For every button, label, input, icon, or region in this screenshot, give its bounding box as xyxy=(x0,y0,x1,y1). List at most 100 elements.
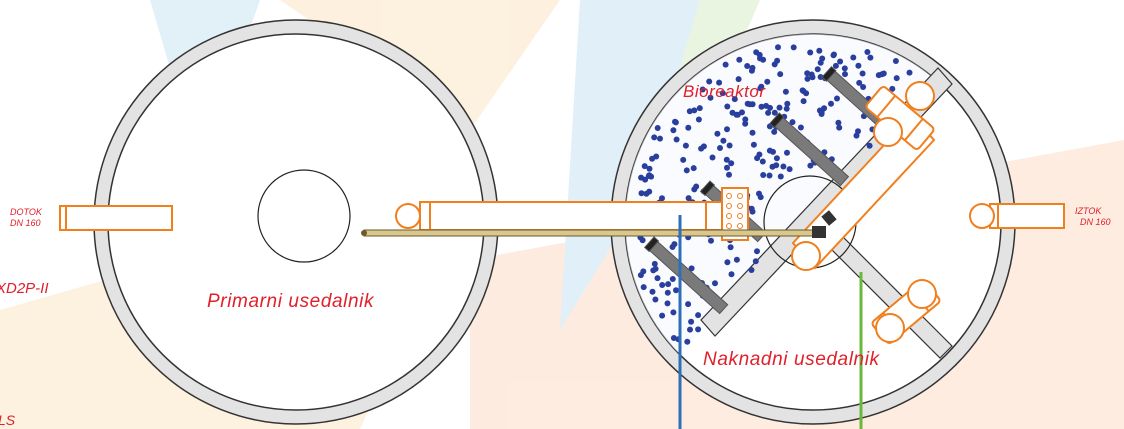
media-dot xyxy=(807,162,814,169)
media-dot xyxy=(749,129,756,136)
media-dot xyxy=(659,195,665,202)
media-dot xyxy=(682,142,689,149)
media-dot xyxy=(889,85,896,92)
media-dot xyxy=(777,71,784,78)
media-dot xyxy=(800,98,807,105)
media-dot xyxy=(700,143,707,150)
media-dot xyxy=(866,142,873,149)
inlet-label-line2: DN 160 xyxy=(10,218,41,228)
media-dot xyxy=(654,275,661,282)
media-dot xyxy=(893,75,900,82)
media-dot xyxy=(696,105,703,112)
media-dot xyxy=(892,58,899,64)
media-dot xyxy=(646,172,653,179)
media-dot xyxy=(669,276,676,282)
media-dot xyxy=(651,260,658,267)
media-dot xyxy=(855,128,861,135)
media-dot xyxy=(673,136,680,143)
media-dot xyxy=(724,164,730,171)
media-dot xyxy=(773,162,780,169)
media-dot xyxy=(688,265,695,272)
media-dot xyxy=(653,153,660,160)
media-dot xyxy=(727,244,734,251)
media-dot xyxy=(688,318,695,325)
media-dot xyxy=(726,142,733,149)
media-dot xyxy=(850,54,857,61)
central-inlet-well xyxy=(257,169,351,263)
media-dot xyxy=(804,70,811,77)
media-dot xyxy=(685,301,692,308)
media-dot xyxy=(748,67,755,74)
outlet-label-line1: IZTOK xyxy=(1075,206,1102,216)
media-dot xyxy=(654,125,661,131)
media-dot xyxy=(646,188,653,195)
media-dot xyxy=(640,284,647,291)
media-dot xyxy=(638,174,645,181)
media-dot xyxy=(728,160,735,167)
media-dot xyxy=(864,49,871,55)
media-dot xyxy=(764,78,771,85)
media-dot xyxy=(691,107,698,114)
media-dot xyxy=(664,289,671,296)
media-dot xyxy=(706,78,713,85)
upper-elbow xyxy=(865,81,935,150)
media-dot xyxy=(856,79,863,86)
inlet-pipe xyxy=(59,205,173,231)
inlet-label-line1: DOTOK xyxy=(10,207,43,217)
media-dot xyxy=(724,126,730,133)
media-dot xyxy=(657,135,663,142)
secondary-settler-label: Naknadni usedalnik xyxy=(703,349,881,370)
outlet-label-line2: DN 160 xyxy=(1080,217,1111,227)
media-dot xyxy=(817,59,824,66)
media-dot xyxy=(906,69,913,76)
media-dot xyxy=(828,100,834,107)
media-dot xyxy=(637,272,644,279)
media-dot xyxy=(757,85,764,92)
media-dot xyxy=(777,173,784,180)
media-dot xyxy=(695,312,702,319)
media-dot xyxy=(665,281,672,288)
media-dot xyxy=(816,107,823,114)
media-dot xyxy=(708,237,714,244)
media-dot xyxy=(744,63,751,69)
media-dot xyxy=(804,75,811,82)
media-dot xyxy=(780,163,787,170)
media-dot xyxy=(784,100,791,107)
media-dot xyxy=(736,56,743,63)
media-dot xyxy=(731,96,738,103)
media-dot xyxy=(776,104,783,111)
media-dot xyxy=(773,155,780,162)
media-dot xyxy=(855,62,862,69)
media-dot xyxy=(717,145,723,151)
media-dot xyxy=(684,338,691,345)
media-dot xyxy=(726,171,732,178)
media-dot xyxy=(814,66,821,73)
media-dot xyxy=(687,326,693,333)
media-dot xyxy=(728,271,735,278)
media-dot xyxy=(782,88,789,95)
media-dot xyxy=(649,288,656,295)
media-dot xyxy=(664,300,671,307)
media-dot xyxy=(797,124,804,131)
media-dot xyxy=(670,309,677,316)
media-dot xyxy=(808,71,815,78)
media-dot xyxy=(859,70,866,77)
media-dot xyxy=(719,90,726,97)
media-dot xyxy=(753,49,760,56)
media-dot xyxy=(748,267,755,273)
media-dot xyxy=(786,166,793,173)
media-dot xyxy=(816,47,823,54)
media-dot xyxy=(735,76,742,83)
media-dot xyxy=(790,44,797,51)
media-dot xyxy=(707,94,714,101)
media-dot xyxy=(685,124,692,131)
media-dot xyxy=(652,296,659,303)
media-dot xyxy=(659,312,666,319)
media-dot xyxy=(880,70,887,77)
media-dot xyxy=(673,287,679,294)
media-dot xyxy=(690,165,697,172)
media-dot xyxy=(709,154,716,161)
lower-elbow xyxy=(871,279,941,344)
media-dot xyxy=(670,127,677,134)
